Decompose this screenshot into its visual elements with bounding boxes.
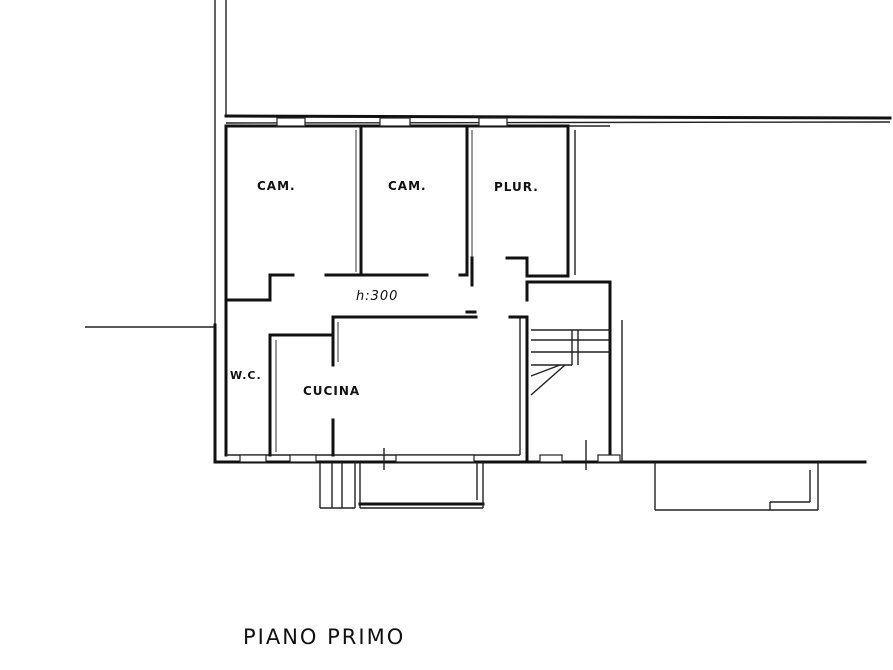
room-label-cucina: CUCINA: [303, 384, 361, 398]
room-label-cam-1: CAM.: [257, 179, 296, 193]
plan-title: PIANO PRIMO: [243, 625, 406, 649]
upper-boundary: [214, 0, 892, 325]
staircase: [530, 329, 610, 470]
exterior-walls: [213, 124, 867, 464]
room-label-wc: W.C.: [230, 369, 262, 382]
partitions: [224, 124, 612, 464]
bottom-windows: [239, 448, 621, 470]
top-windows: [276, 117, 508, 127]
hall-height-label: h:300: [356, 289, 399, 304]
room-label-cam-2: CAM.: [388, 179, 427, 193]
right-structures: [621, 320, 819, 511]
balcony: [319, 462, 485, 509]
room-label-plur: PLUR.: [494, 180, 539, 194]
